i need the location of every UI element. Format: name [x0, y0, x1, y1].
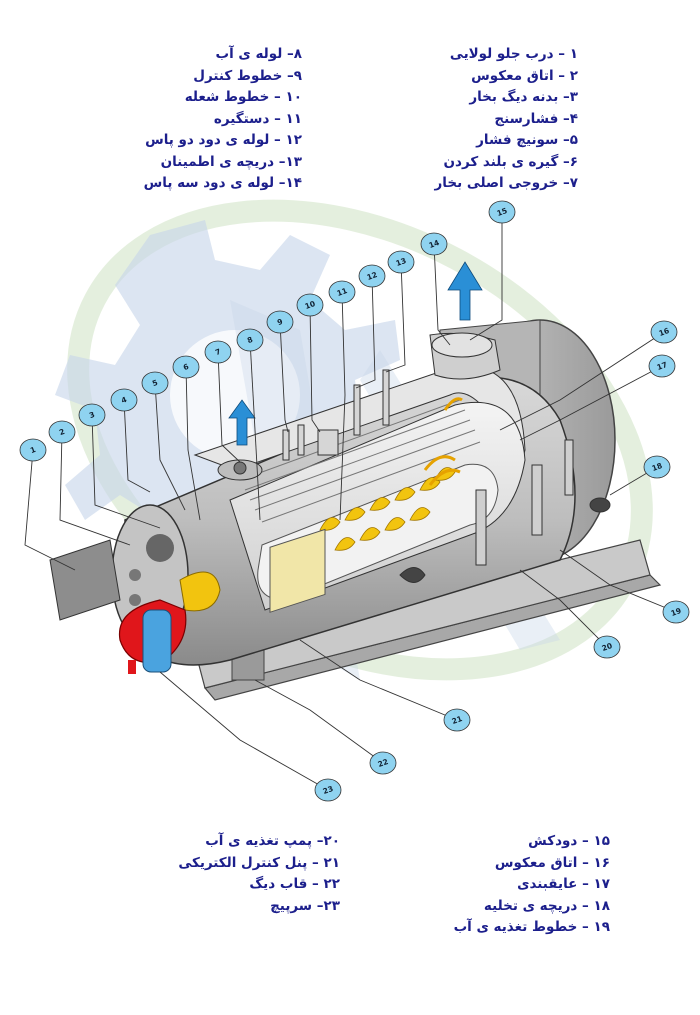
callout-8: 8	[236, 328, 264, 352]
legend-top-left-item: ۱۰ – خطوط شعله	[184, 89, 302, 105]
legend-parts-15-19: ۱۵ – دودکش ۱۶ – اتاق معکوس ۱۷ – عایقبندی ۱۸…	[454, 831, 610, 939]
legend-bottom-right-item: ۱۷ – عایقبندی	[517, 876, 610, 892]
callout-18: 18	[643, 455, 671, 479]
legend-bottom-left-item: ۲۲ – قاب دیگ	[249, 876, 340, 892]
callout-9: 9	[266, 310, 294, 334]
callout-11: 11	[328, 280, 356, 304]
flame-icon	[423, 397, 463, 486]
callout-number: 16	[658, 326, 671, 338]
callout-16: 16	[650, 320, 678, 344]
legend-bottom-right-item: ۱۶ – اتاق معکوس	[494, 854, 610, 871]
callout-number: 4	[120, 395, 128, 405]
callout-number: 23	[322, 784, 335, 796]
callout-15: 15	[488, 200, 516, 224]
legend-top-left-item: ۱۴– لوله ی دود سه پاس	[143, 175, 302, 191]
callout-22: 22	[369, 751, 397, 775]
legend-parts-20-23: ۲۰– پمپ تغذیه ی آب ۲۱ – پنل کنترل الکتریک…	[178, 831, 340, 917]
legend-top-right-item: ۵– سونیچ فشار	[476, 132, 578, 148]
legend-bottom-right-item: ۱۸ – دریچه ی تخلیه	[483, 897, 610, 914]
legend-bottom-left-item: ۲۱ – پنل کنترل الکتریکی	[178, 854, 340, 871]
legend-bottom-left-item: ۲۰– پمپ تغذیه ی آب	[205, 833, 340, 849]
top-fittings	[217, 332, 501, 481]
legend-top-left-item: ۹– خطوط کنترل	[193, 67, 302, 84]
callout-20: 20	[593, 635, 621, 659]
callout-number: 7	[214, 347, 222, 357]
callout-number: 21	[451, 714, 464, 726]
callout-number: 5	[151, 378, 159, 388]
callout-3: 3	[78, 403, 106, 427]
callout-number: 20	[601, 641, 614, 653]
callout-number: 6	[182, 362, 190, 372]
legend-bottom-right-item: ۱۵ – دودکش	[528, 833, 610, 849]
legend-top-right-item: ۶– گیره ی بلند کردن	[443, 153, 579, 170]
callout-number: 11	[336, 286, 349, 298]
callout-1: 1	[19, 438, 47, 462]
callout-5: 5	[141, 371, 169, 395]
legend-top-left-item: ۸– لوله ی آب	[215, 46, 302, 62]
callout-4: 4	[110, 388, 138, 412]
callout-number: 1	[29, 445, 37, 455]
callout-number: 10	[304, 299, 317, 311]
callout-17: 17	[648, 354, 676, 378]
burner-assembly	[118, 571, 221, 674]
legend-parts-8-14: ۸– لوله ی آب ۹– خطوط کنترل ۱۰ – خطوط شعله ۱…	[144, 44, 302, 195]
legend-top-right-item: ۳– بدنه دیگ بخار	[469, 89, 578, 105]
callout-19: 19	[662, 600, 690, 624]
callout-13: 13	[387, 250, 415, 274]
callout-7: 7	[204, 340, 232, 364]
callout-number: 8	[246, 335, 254, 345]
legend-bottom-left-item: ۲۳– سرپیچ	[270, 897, 340, 914]
leader-lines	[24, 212, 677, 791]
legend-top-right-item: ۴– فشارسنج	[494, 110, 578, 127]
steam-arrow-icon	[228, 261, 483, 446]
callout-number: 14	[428, 238, 441, 250]
callout-number: 15	[496, 206, 509, 218]
callout-10: 10	[296, 293, 324, 317]
callout-6: 6	[172, 355, 200, 379]
callout-2: 2	[48, 420, 76, 444]
side-fittings	[399, 439, 611, 583]
legend-bottom-right-item: ۱۹ – خطوط تغذیه ی آب	[453, 919, 610, 935]
callout-number: 3	[88, 410, 96, 420]
callout-number: 2	[58, 427, 66, 437]
legend-top-right-item: ۱ – درب جلو لولایی	[449, 46, 578, 62]
callout-23: 23	[314, 778, 342, 802]
callout-number: 12	[366, 270, 379, 282]
callout-14: 14	[420, 232, 448, 256]
legend-top-right-item: ۲ – اتاق معکوس	[471, 67, 578, 84]
callout-number: 19	[670, 606, 683, 618]
legend-top-left-item: ۱۱ – دستگیره	[213, 110, 302, 127]
callout-number: 9	[276, 317, 284, 327]
callout-21: 21	[443, 708, 471, 732]
legend-top-left-item: ۱۳– دریچه ی اطمینان	[160, 153, 302, 170]
legend-top-left-item: ۱۲ – لوله ی دود دو پاس	[145, 132, 302, 148]
callout-number: 13	[395, 256, 408, 268]
callout-number: 18	[651, 461, 664, 473]
callout-number: 17	[656, 360, 669, 372]
legend-parts-1-7: ۱ – درب جلو لولایی ۲ – اتاق معکوس ۳– بدنه …	[435, 44, 579, 195]
legend-top-right-item: ۷– خروجی اصلی بخار	[434, 175, 579, 191]
callout-12: 12	[358, 264, 386, 288]
callout-number: 22	[377, 757, 390, 769]
